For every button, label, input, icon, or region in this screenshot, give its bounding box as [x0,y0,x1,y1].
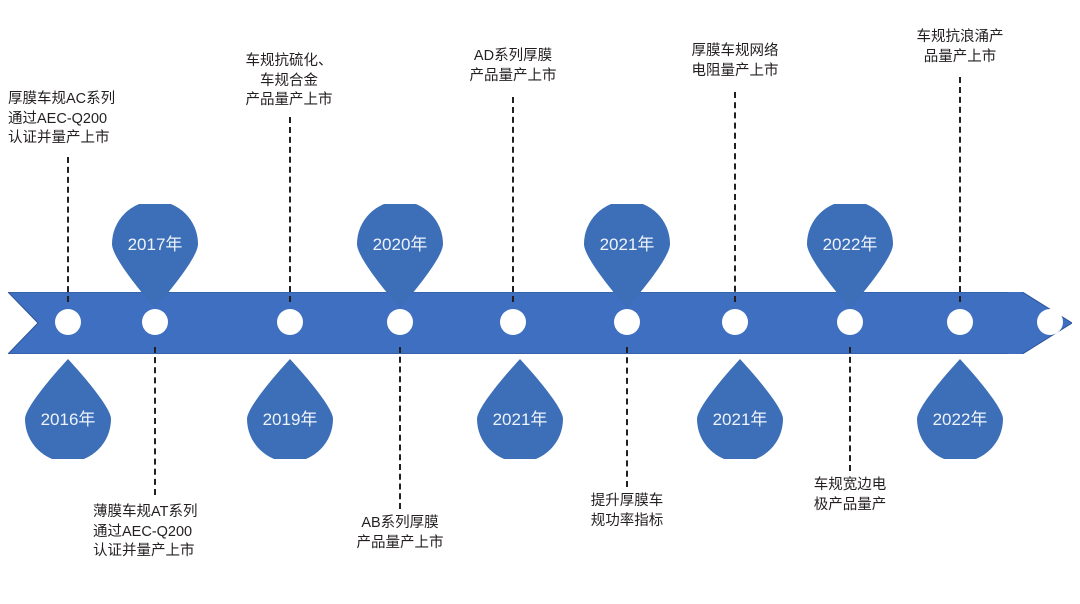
callout-line: 规功率指标 [590,512,664,529]
leader-line-at-series [154,347,156,495]
callout-line: 厚膜车规AC系列 [8,91,116,107]
callout-line: 薄膜车规AT系列 [93,504,198,520]
timeline-node-dot [277,309,303,335]
leader-line-wide-electrode [849,347,851,471]
timeline-arrow-bar [8,292,1072,354]
callout-ac-series: 厚膜车规AC系列 通过AEC-Q200 认证并量产上市 [8,90,138,149]
callout-line: AD系列厚膜 [473,48,553,64]
callout-line: 品量产上市 [923,48,997,65]
callout-line: 厚膜车规网络 [691,43,779,59]
year-marker-2016[interactable]: 2016年 [25,359,111,459]
pin-shape-icon [807,204,893,308]
year-marker-2021-bottom-c[interactable]: 2021年 [697,359,783,459]
callout-line: 产品量产上市 [245,92,333,109]
callout-line: 产品量产上市 [469,67,557,84]
callout-line: 认证并量产上市 [93,543,195,560]
callout-wide-electrode: 车规宽边电 极产品量产 [785,476,915,515]
timeline-node-dot [722,309,748,335]
drop-shape-icon [917,359,1003,459]
year-marker-2021-bottom-b[interactable]: 2021年 [477,359,563,459]
callout-line: 通过AEC-Q200 [8,110,108,127]
callout-network-resistor: 厚膜车规网络 电阻量产上市 [670,42,800,81]
timeline-node-dot [1037,309,1063,335]
callout-line: 车规抗硫化、 [245,53,333,69]
callout-at-series: 薄膜车规AT系列 通过AEC-Q200 认证并量产上市 [93,503,233,562]
pin-shape-icon [112,204,198,308]
callout-line: 电阻量产上市 [691,62,779,79]
callout-ab-series: AB系列厚膜 产品量产上市 [335,514,465,553]
callout-line: 极产品量产 [813,496,887,513]
year-marker-2020[interactable]: 2020年 [357,204,443,308]
year-marker-2021-top-a[interactable]: 2021年 [584,204,670,308]
callout-line: 车规宽边电 [813,477,887,493]
callout-line: 通过AEC-Q200 [93,523,193,540]
year-marker-2019[interactable]: 2019年 [247,359,333,459]
leader-line-ab-series [399,347,401,509]
timeline-node-dot [947,309,973,335]
year-marker-2022-top-a[interactable]: 2022年 [807,204,893,308]
callout-line: 提升厚膜车 [590,493,664,509]
callout-line: 车规合金 [260,72,318,89]
callout-line: 产品量产上市 [356,534,444,551]
timeline-node-dot [614,309,640,335]
timeline-node-dot [387,309,413,335]
leader-line-ad-series [512,97,514,302]
leader-line-network-resistor [734,92,736,302]
drop-shape-icon [25,359,111,459]
leader-line-anti-surge [959,77,961,302]
timeline-node-dot [142,309,168,335]
callout-power-rating: 提升厚膜车 规功率指标 [562,492,692,531]
callout-ad-series: AD系列厚膜 产品量产上市 [448,47,578,86]
drop-shape-icon [697,359,783,459]
callout-line: 车规抗浪涌产 [916,29,1004,45]
drop-shape-icon [247,359,333,459]
callout-anti-surge: 车规抗浪涌产 品量产上市 [895,28,1025,67]
callout-line: AB系列厚膜 [361,515,439,531]
leader-line-power-rating [626,347,628,487]
timeline-node-dot [500,309,526,335]
pin-shape-icon [584,204,670,308]
drop-shape-icon [477,359,563,459]
timeline-node-dot [837,309,863,335]
timeline-node-dot [55,309,81,335]
pin-shape-icon [357,204,443,308]
callout-anti-sulfur-alloy: 车规抗硫化、 车规合金 产品量产上市 [224,52,354,111]
leader-line-ac-series [67,157,69,302]
year-marker-2017[interactable]: 2017年 [112,204,198,308]
callout-line: 认证并量产上市 [8,130,110,147]
year-marker-2022-bottom-b[interactable]: 2022年 [917,359,1003,459]
leader-line-anti-sulfur-alloy [289,117,291,302]
